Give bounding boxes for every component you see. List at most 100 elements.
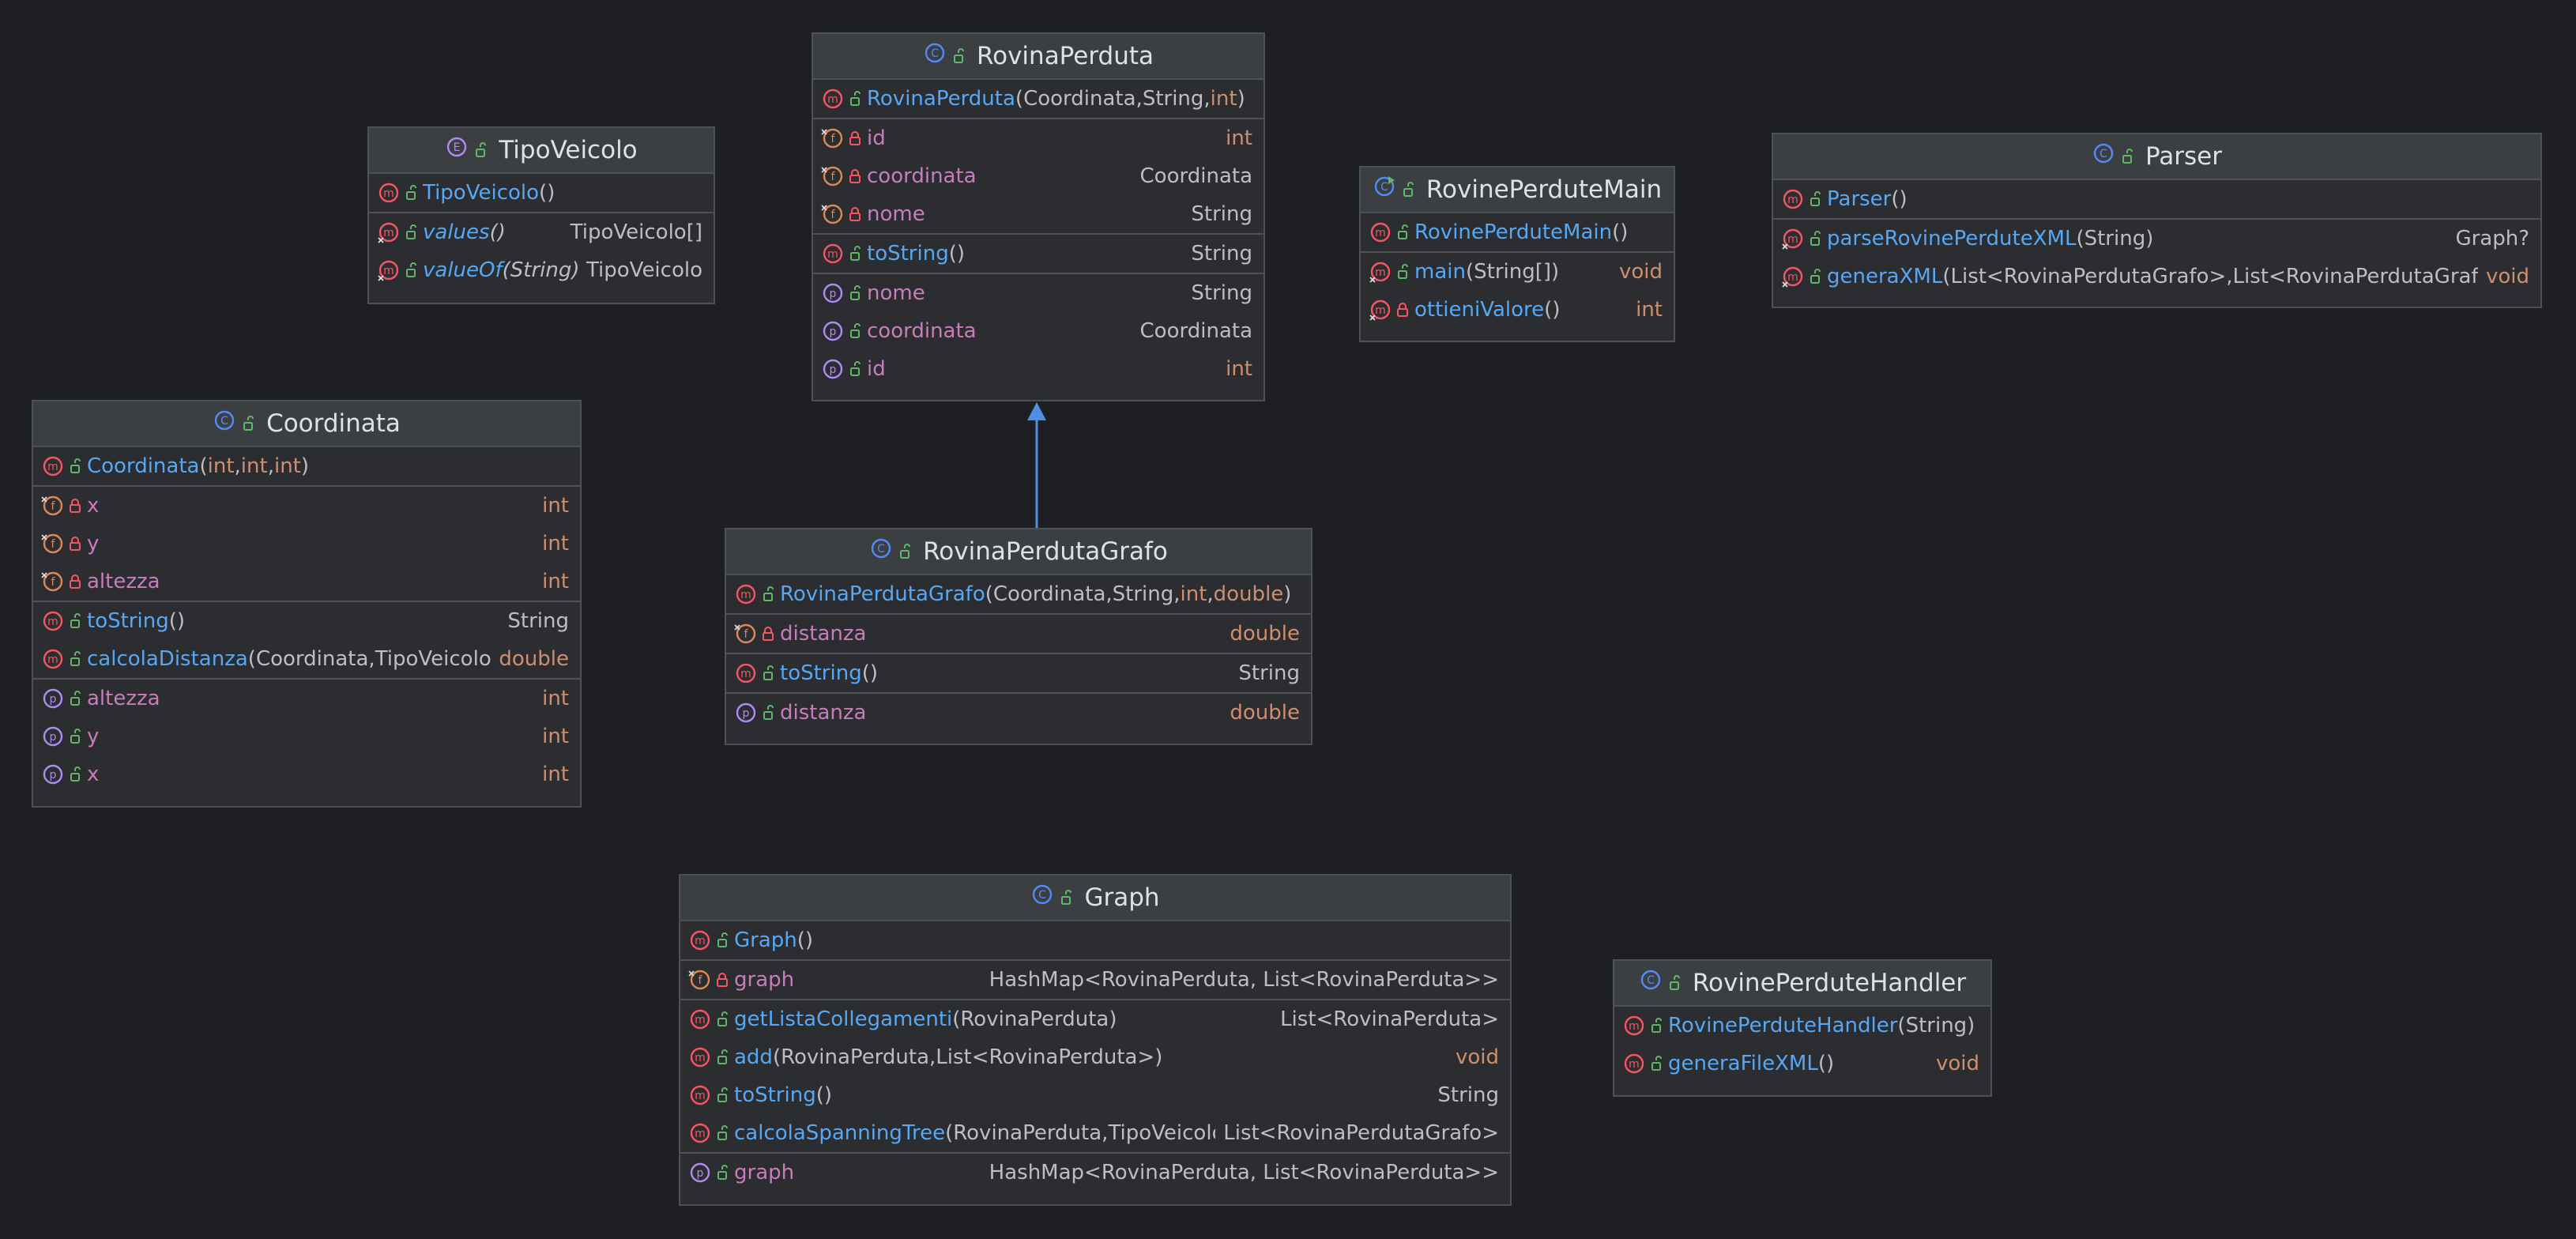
class-title: RovinaPerdutaGrafo bbox=[923, 537, 1168, 566]
class-icon: C bbox=[214, 410, 235, 431]
svg-text:C: C bbox=[1039, 889, 1047, 902]
method-icon: m bbox=[690, 1009, 710, 1030]
member-name: id bbox=[867, 126, 886, 150]
static-method-icon: m bbox=[1369, 299, 1391, 321]
svg-text:m: m bbox=[695, 1052, 706, 1064]
svg-text:m: m bbox=[695, 1014, 706, 1026]
param-type: Coordinata bbox=[255, 647, 369, 671]
static-method-icon: m bbox=[1782, 266, 1803, 288]
static-method-icon: m bbox=[1782, 228, 1803, 250]
member-type: List<RovinaPerduta> bbox=[1280, 1007, 1499, 1031]
svg-text:m: m bbox=[1375, 266, 1386, 279]
method-icon: m bbox=[1624, 1053, 1644, 1074]
svg-text:m: m bbox=[740, 668, 751, 680]
public-visibility-icon bbox=[850, 91, 861, 106]
class-header: C RovinaPerdutaGrafo bbox=[726, 529, 1311, 575]
member-type: int bbox=[1226, 126, 1252, 150]
method-icon: m bbox=[43, 611, 63, 631]
svg-text:C: C bbox=[931, 47, 939, 60]
method-icon: m bbox=[690, 1047, 710, 1068]
private-visibility-icon bbox=[849, 169, 861, 183]
member-name: calcolaSpanningTree bbox=[734, 1121, 946, 1145]
param-type: Coordinata bbox=[992, 582, 1106, 606]
public-visibility-icon bbox=[70, 691, 81, 706]
member-name: toString bbox=[867, 242, 949, 266]
member-name: toString bbox=[87, 609, 169, 633]
class-title: Graph bbox=[1084, 883, 1160, 912]
field-icon: f bbox=[734, 623, 756, 644]
member-type: String bbox=[507, 609, 569, 633]
param-type: RovinaPerduta bbox=[960, 1007, 1109, 1031]
member-type: int bbox=[1636, 298, 1663, 322]
member-type: int bbox=[542, 725, 569, 748]
svg-text:C: C bbox=[877, 543, 885, 555]
method-icon: m bbox=[690, 930, 710, 951]
member-name: parseRovinePerduteXML bbox=[1827, 227, 2077, 250]
member-name: main bbox=[1414, 260, 1466, 284]
method-icon: m bbox=[690, 1123, 710, 1143]
svg-text:m: m bbox=[827, 248, 838, 261]
member-type: String bbox=[1191, 242, 1252, 266]
field-icon: f bbox=[688, 970, 710, 990]
class-title: RovinePerduteMain bbox=[1425, 175, 1663, 204]
member-type: double bbox=[1230, 701, 1300, 725]
svg-text:m: m bbox=[1629, 1058, 1640, 1071]
member-type: Coordinata bbox=[1139, 319, 1252, 343]
